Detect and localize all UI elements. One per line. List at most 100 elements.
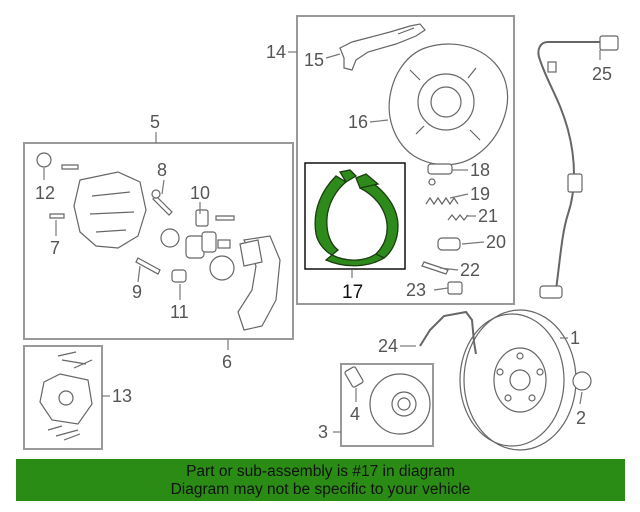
sensor-head xyxy=(539,285,563,299)
callout-11: 11 xyxy=(170,302,189,322)
group-box-5 xyxy=(23,142,294,340)
bracket-15-slot xyxy=(397,27,415,35)
caliper-bracket-6 xyxy=(237,235,281,331)
caliper-body xyxy=(73,171,147,249)
brake-hose-24[interactable] xyxy=(419,310,477,355)
sensor-clip-1 xyxy=(547,61,557,73)
callout-19: 19 xyxy=(470,184,490,204)
diagram-notice-banner: Part or sub-assembly is #17 in diagram D… xyxy=(16,459,625,501)
cap-12 xyxy=(36,152,52,168)
notice-line-2: Diagram may not be specific to your vehi… xyxy=(170,481,471,498)
group-box-13 xyxy=(23,345,103,450)
rotor-bore xyxy=(509,369,531,391)
callout-18: 18 xyxy=(470,160,490,180)
bleeder-7 xyxy=(49,213,65,219)
boot xyxy=(201,231,217,253)
abs-sensor-cable[interactable] xyxy=(537,35,619,299)
callout-5: 5 xyxy=(150,112,160,132)
callout-15: 15 xyxy=(304,50,324,70)
rotor-outer xyxy=(463,309,577,451)
highlight-box-17 xyxy=(304,162,406,270)
group-box-14 xyxy=(296,15,515,305)
pad-clip-top xyxy=(57,351,93,369)
leader-lines xyxy=(43,50,601,433)
pin-22 xyxy=(421,261,449,275)
caliper-bracket-pad xyxy=(239,239,263,267)
bolt-9 xyxy=(135,257,161,275)
callout-25: 25 xyxy=(592,64,612,84)
callout-8: 8 xyxy=(157,160,167,180)
callout-24: 24 xyxy=(378,336,398,356)
backing-plate-hub xyxy=(430,86,462,118)
sensor-clip-2 xyxy=(567,173,583,193)
rotor-hole-b xyxy=(536,368,544,376)
spring-19 xyxy=(425,196,459,206)
rotor-hole-a xyxy=(516,352,524,360)
dust-cap-2[interactable] xyxy=(572,371,592,391)
callout-16: 16 xyxy=(348,112,368,132)
callout-6: 6 xyxy=(222,352,232,372)
callout-10: 10 xyxy=(190,183,210,203)
callout-1: 1 xyxy=(570,328,580,348)
callout-13: 13 xyxy=(112,386,132,406)
brake-shoe-right xyxy=(359,177,399,259)
caliper-assembly[interactable] xyxy=(36,152,281,331)
group-box-3 xyxy=(340,363,434,447)
brake-shoe-left-web xyxy=(338,169,358,183)
callout-23: 23 xyxy=(406,280,426,300)
sleeve-10 xyxy=(195,209,209,227)
rotor-hole-e xyxy=(496,368,504,376)
callout-labels: 5 6 13 12 7 8 10 9 11 14 15 16 17 18 19 … xyxy=(35,42,612,442)
pin-18 xyxy=(428,178,436,186)
callout-17: 17 xyxy=(342,282,363,303)
brake-shoe-lower xyxy=(324,253,386,267)
cap-23 xyxy=(447,281,463,295)
pad xyxy=(39,373,93,425)
piston-ring xyxy=(209,255,235,281)
piston-10 xyxy=(185,235,205,259)
bracket-15 xyxy=(339,23,426,71)
rotor-hole-d xyxy=(504,394,512,402)
sensor-wire xyxy=(537,41,604,291)
bolt-8 xyxy=(152,195,173,216)
brake-pad-set[interactable] xyxy=(39,351,93,441)
callout-2: 2 xyxy=(576,408,586,428)
notice-line-1: Part or sub-assembly is #17 in diagram xyxy=(186,463,455,480)
spring-hardware[interactable] xyxy=(421,163,469,295)
brake-shoe-left xyxy=(314,175,348,256)
callout-12: 12 xyxy=(35,183,55,203)
seal-ring xyxy=(160,228,180,248)
lever-20 xyxy=(437,237,461,251)
backing-plate-rib xyxy=(409,67,481,141)
pad-clip-bottom xyxy=(47,425,81,441)
backing-plate-assembly[interactable] xyxy=(339,23,509,166)
stud-4 xyxy=(344,366,364,388)
rotor-hole-c xyxy=(528,394,536,402)
callout-4: 4 xyxy=(350,404,360,424)
rotor-hat xyxy=(493,347,547,413)
callout-21: 21 xyxy=(478,206,498,226)
bolt-left xyxy=(61,164,79,170)
callout-22: 22 xyxy=(460,260,480,280)
callout-7: 7 xyxy=(50,238,60,258)
brake-shoe-right-tab xyxy=(355,173,380,189)
hub-assembly[interactable] xyxy=(344,366,431,435)
pad-hole xyxy=(58,390,74,406)
spring-21 xyxy=(447,214,469,221)
callout-20: 20 xyxy=(486,232,506,252)
parts-diagram: 5 6 13 12 7 8 10 9 11 14 15 16 17 18 19 … xyxy=(23,15,619,451)
hub-bore xyxy=(397,397,411,411)
parking-brake-shoe-set[interactable] xyxy=(314,169,399,267)
brake-rotor[interactable] xyxy=(459,309,577,451)
adjuster-18 xyxy=(427,163,453,175)
sensor-connector xyxy=(599,35,619,51)
hub-center xyxy=(391,391,417,417)
bolt-8-head xyxy=(151,189,161,199)
backing-plate-hub-ring xyxy=(417,73,475,131)
callout-9: 9 xyxy=(132,282,142,302)
guide-11 xyxy=(171,269,187,283)
clip xyxy=(217,239,231,249)
backing-plate-16 xyxy=(388,43,509,166)
rotor-rim xyxy=(459,313,565,447)
caliper-detail xyxy=(89,191,135,233)
